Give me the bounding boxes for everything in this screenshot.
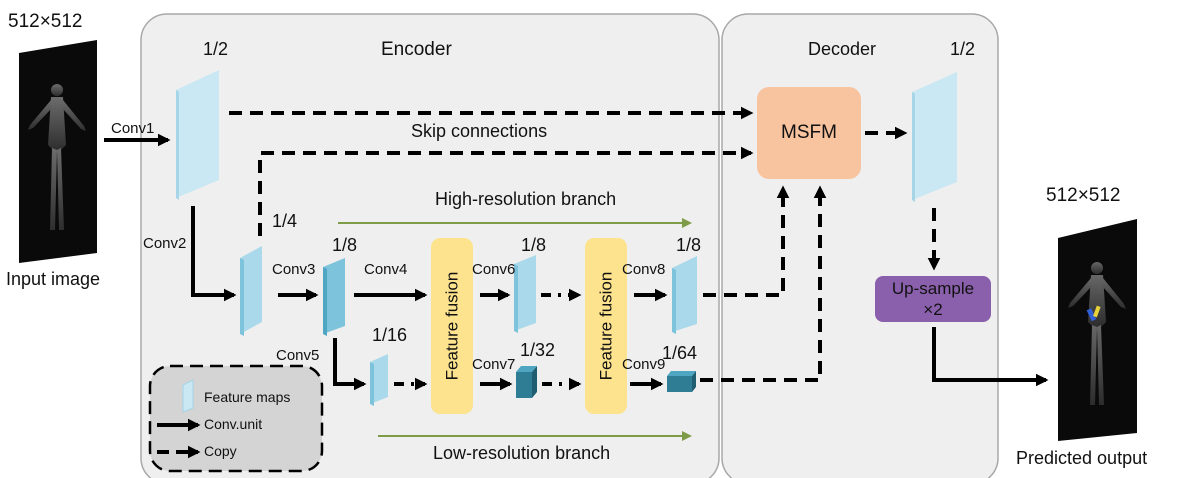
feature-fusion-2-label: Feature fusion [596, 271, 615, 381]
legend-copy-label: Copy [204, 443, 237, 459]
conv8-to-msfm-arrow [703, 185, 790, 297]
upsample-label: Up-sample [891, 279, 975, 298]
feature-fusion-block-2: Feature fusion [585, 238, 627, 414]
conv3-label: Conv3 [272, 261, 316, 278]
conv5-label: Conv5 [276, 347, 320, 364]
decoder-title: Decoder [808, 39, 877, 59]
encoder-title: Encoder [381, 39, 452, 60]
scale-half-decoder: 1/2 [950, 39, 976, 59]
scale-eighth-conv8: 1/8 [676, 235, 702, 255]
output-size-label: 512×512 [1046, 185, 1121, 206]
feature-map-conv9 [667, 371, 696, 392]
feature-map-dec-half [912, 72, 957, 202]
conv9-label: Conv9 [622, 356, 666, 373]
conv4-label: Conv4 [364, 261, 408, 278]
scale-half-encoder: 1/2 [203, 39, 229, 59]
predicted-output-image [1058, 219, 1137, 441]
feature-map-quarter [240, 246, 262, 336]
conv7-label: Conv7 [472, 356, 516, 373]
encoder-panel [140, 13, 720, 478]
output-arrow [932, 327, 1049, 387]
feature-map-enc-half [176, 70, 219, 200]
legend-feature-maps-label: Feature maps [204, 389, 291, 405]
scale-quarter: 1/4 [272, 211, 298, 231]
feature-fusion-block-1: Feature fusion [431, 238, 473, 414]
conv5-arrow [333, 338, 367, 391]
conv1-label: Conv1 [111, 120, 155, 137]
feature-map-conv7 [516, 366, 537, 398]
predicted-output-label: Predicted output [1016, 448, 1148, 468]
skip-connections-label: Skip connections [411, 121, 548, 141]
feature-map-conv8 [672, 256, 697, 334]
conv8-label: Conv8 [622, 261, 666, 278]
conv2-label: Conv2 [143, 235, 187, 252]
legend-feature-map-swatch [182, 379, 194, 413]
scale-eighth-conv6: 1/8 [521, 235, 547, 255]
feature-map-conv6 [514, 255, 536, 333]
skip-arrow-quarter [258, 146, 754, 236]
input-image-label: Input image [6, 269, 101, 289]
feature-map-conv3 [323, 258, 345, 336]
msfm-block: MSFM [757, 87, 861, 179]
input-size-label: 512×512 [8, 11, 83, 32]
upsample-factor: ×2 [923, 300, 943, 319]
high-resolution-branch-label: High-resolution branch [435, 189, 617, 209]
scale-thirtysecond: 1/32 [520, 340, 556, 360]
scale-eighth-conv3: 1/8 [332, 235, 358, 255]
feature-fusion-1-label: Feature fusion [442, 271, 461, 381]
legend [148, 364, 324, 473]
conv6-label: Conv6 [472, 261, 516, 278]
legend-conv-unit-label: Conv.unit [204, 416, 263, 432]
upsample-block: Up-sample ×2 [875, 276, 991, 322]
feature-map-conv5 [370, 354, 388, 406]
scale-sixteenth: 1/16 [372, 325, 408, 345]
msfm-label: MSFM [781, 122, 837, 143]
input-image [19, 40, 97, 263]
scale-sixtyfourth: 1/64 [662, 343, 698, 363]
low-resolution-branch-label: Low-resolution branch [433, 443, 611, 463]
conv2-arrow [191, 206, 237, 302]
